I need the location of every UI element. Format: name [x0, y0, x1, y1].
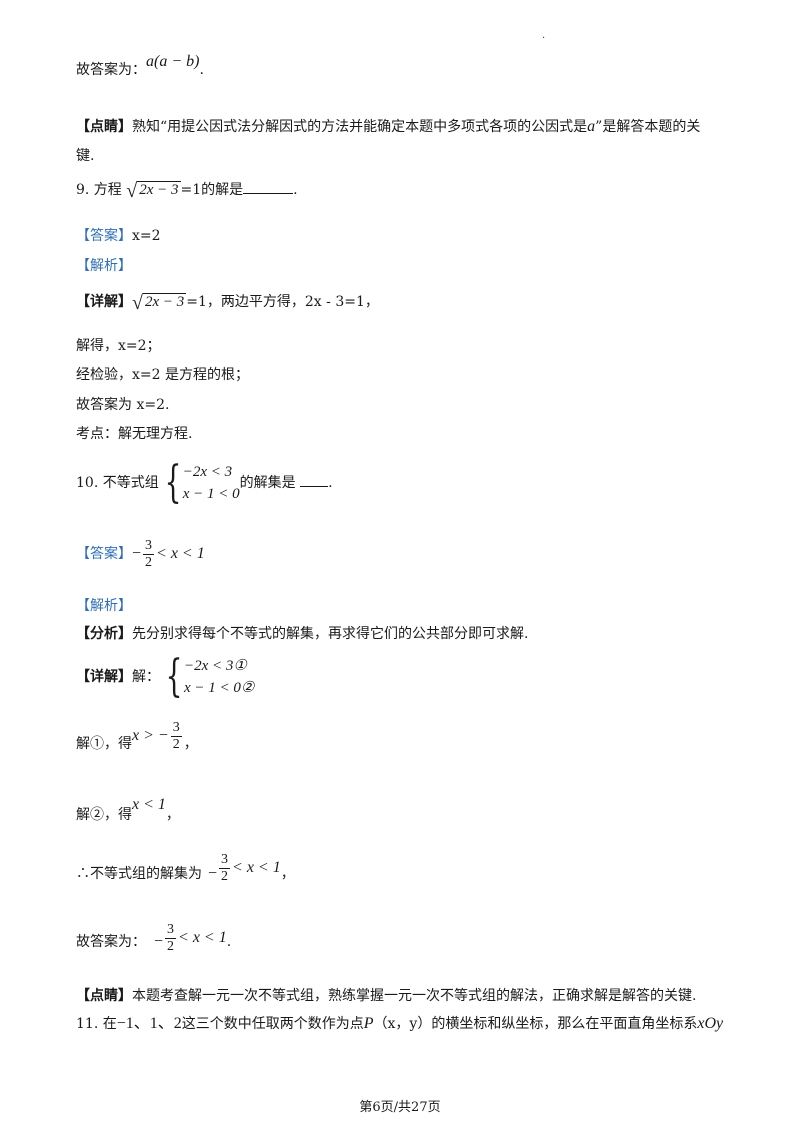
q9-step-2: 经检验，x=2 是方程的根； [76, 367, 249, 383]
s3-den: 2 [219, 867, 231, 884]
q11-nums: −1、1、2 [116, 1015, 182, 1032]
q11-point-p: P [363, 1015, 374, 1032]
q10-ans-num: 3 [145, 537, 153, 553]
note-var: a [587, 118, 596, 135]
q9-detail-rest: =1，两边平方得，2x - 3=1， [186, 294, 379, 310]
note-line-2: 键. [76, 146, 94, 166]
page-mark: . [542, 30, 546, 41]
answer-tag-2: 【答案】 [76, 546, 132, 562]
q9-end: . [293, 182, 298, 198]
q9-answer-blank [243, 193, 294, 194]
q11-xoy: xOy [697, 1015, 724, 1032]
q9-step-3: 故答案为 x=2. [76, 397, 170, 413]
s4-label: 故答案为： [76, 934, 146, 950]
note-tag-2: 【点睛】 [76, 988, 132, 1004]
note-text-c: 键. [76, 148, 95, 164]
s1-num: 3 [172, 719, 180, 735]
s4-end: . [226, 934, 232, 950]
q9-step-4: 考点：解无理方程. [76, 426, 193, 442]
s3-minus: − [208, 865, 218, 882]
q9-sqrt: √2x − 3 [126, 180, 181, 202]
note-line: 【点睛】熟知“用提公因式法分解因式的方法并能确定本题中多项式各项的公因式是a”是… [76, 117, 700, 137]
q11-text-b: 这三个数中任取两个数作为点 [181, 1016, 364, 1032]
q10-fenxi-line: 【分析】先分别求得每个不等式的解集，再求得它们的公共部分即可求解. [76, 624, 528, 644]
q10-row-2: x − 1 < 0 [182, 486, 240, 502]
q10-brace: { [164, 457, 182, 508]
q11-text-a: 11. 在 [76, 1016, 117, 1032]
s3-label: ∴不等式组的解集为 [76, 866, 202, 882]
q10-ans-den: 2 [143, 553, 155, 570]
s1-math: x > − [132, 727, 169, 744]
q9-radicand: 2x − 3 [137, 181, 181, 198]
q9-answer: x=2 [132, 228, 161, 244]
s2-label: 解②，得 [76, 807, 132, 823]
note-text-a: 熟知“用提公因式法分解因式的方法并能确定本题中多项式各项的公因式是 [132, 119, 588, 135]
q10-number: 10. 不等式组 [76, 475, 159, 491]
q10-detail-row-2: x − 1 < 0② [184, 680, 255, 696]
q9-detail-line: 【详解】√2x − 3=1，两边平方得，2x - 3=1， [76, 292, 379, 313]
q10-rest: 的解集是 [239, 475, 296, 491]
s2-end: ， [165, 807, 180, 823]
answer-math: a(a − b) [146, 53, 200, 70]
s4-num: 3 [167, 921, 175, 937]
s3-num: 3 [221, 851, 229, 867]
answer-tag: 【答案】 [76, 228, 132, 244]
q9-answer-line: 【答案】x=2 [76, 226, 161, 246]
q10-detail-line: 【详解】解： {−2x < 3① x − 1 < 0② [76, 652, 254, 702]
s1-label: 解①，得 [76, 736, 132, 752]
s4-den: 2 [165, 937, 177, 954]
q10-ans-tail: < x < 1 [156, 545, 205, 562]
detail-tag-2: 【详解】 [76, 669, 132, 685]
s3-end: ， [280, 866, 295, 882]
answer-suffix: . [199, 62, 204, 78]
note-tag: 【点睛】 [76, 119, 132, 135]
page-footer: 第6页/共27页 [359, 1100, 441, 1115]
fenxi-tag: 【分析】 [76, 626, 132, 642]
question-9: 9. 方程 √2x − 3=1的解是. [76, 180, 298, 201]
s2-math: x < 1 [132, 796, 166, 813]
q9-detail-radicand: 2x − 3 [142, 293, 187, 310]
note-text-b: ”是解答本题的关 [595, 119, 701, 135]
q11-text-c: （x，y）的横坐标和纵坐标，那么在平面直角坐标系 [373, 1016, 698, 1032]
q10-ans-minus: − [132, 545, 142, 562]
q10-answer-blank [300, 486, 329, 487]
q9-detail-sqrt: √2x − 3 [132, 292, 187, 314]
analysis-tag: 【解析】 [76, 258, 132, 274]
note-text-2: 本题考查解一元一次不等式组，熟练掌握一元一次不等式组的解法，正确求解是解答的关键… [132, 988, 697, 1004]
q10-step-2: 解②，得x < 1， [76, 796, 180, 830]
s1-end: ， [183, 736, 198, 752]
q9-analysis-line: 【解析】 [76, 256, 132, 276]
q9-step-1: 解得，x=2； [76, 338, 161, 354]
q10-analysis-line: 【解析】 [76, 596, 132, 616]
q10-row-1: −2x < 3 [182, 464, 233, 480]
answer-line-prev: 故答案为：a(a − b). [76, 53, 204, 80]
question-11: 11. 在−1、1、2这三个数中任取两个数作为点P（x，y）的横坐标和纵坐标，那… [76, 1014, 723, 1034]
q10-note-line: 【点睛】本题考查解一元一次不等式组，熟练掌握一元一次不等式组的解法，正确求解是解… [76, 986, 696, 1006]
detail-tag: 【详解】 [76, 294, 132, 310]
analysis-tag-2: 【解析】 [76, 598, 132, 614]
q10-system: {−2x < 3 x − 1 < 0 [159, 457, 240, 508]
s1-den: 2 [170, 735, 182, 752]
s3-tail: < x < 1 [232, 859, 281, 876]
s4-minus: − [154, 933, 164, 950]
q10-detail-brace: { [165, 651, 183, 702]
detail-jie: 解： [132, 669, 160, 685]
q9-equation: =1的解是 [180, 182, 244, 198]
s4-tail: < x < 1 [178, 929, 227, 946]
q10-detail-system: {−2x < 3① x − 1 < 0② [160, 651, 255, 702]
answer-prefix: 故答案为： [76, 62, 146, 78]
q10-end: . [328, 475, 333, 491]
q9-number: 9. 方程 [76, 182, 122, 198]
fenxi-text: 先分别求得每个不等式的解集，再求得它们的公共部分即可求解. [132, 626, 529, 642]
q10-detail-row-1: −2x < 3① [184, 658, 247, 674]
